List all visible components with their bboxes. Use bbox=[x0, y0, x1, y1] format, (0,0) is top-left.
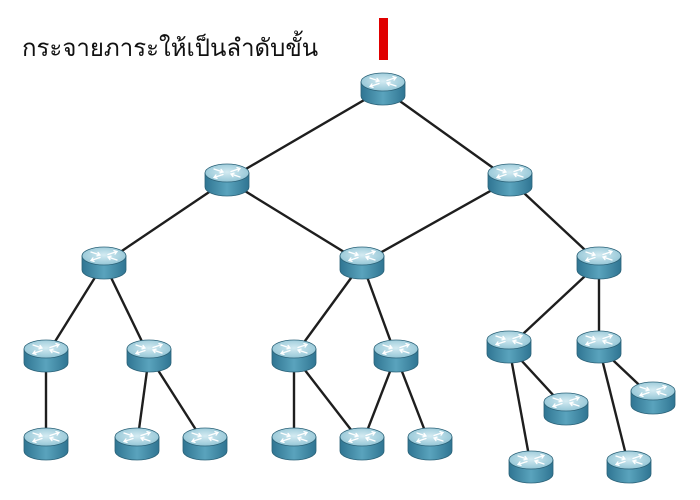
link-root-l1-left bbox=[226, 87, 384, 182]
router-l4-1[interactable] bbox=[23, 427, 69, 461]
router-icon bbox=[182, 427, 228, 461]
router-icon bbox=[486, 330, 532, 364]
router-icon bbox=[271, 339, 317, 373]
router-icon bbox=[126, 339, 172, 373]
router-l2-c[interactable] bbox=[576, 246, 622, 280]
router-l4-8[interactable] bbox=[508, 450, 554, 484]
router-l4-7[interactable] bbox=[543, 392, 589, 426]
link-root-l1-right bbox=[382, 88, 511, 181]
router-icon bbox=[487, 163, 533, 197]
router-icon bbox=[630, 381, 676, 415]
router-icon bbox=[576, 330, 622, 364]
router-l3-5[interactable] bbox=[486, 330, 532, 364]
router-icon bbox=[576, 246, 622, 280]
router-l3-6[interactable] bbox=[576, 330, 622, 364]
router-l1-right[interactable] bbox=[487, 163, 533, 197]
router-icon bbox=[407, 427, 453, 461]
router-l3-4[interactable] bbox=[373, 339, 419, 373]
router-l4-2[interactable] bbox=[114, 427, 160, 461]
link-l3-5-l4-8 bbox=[507, 346, 533, 468]
router-icon bbox=[606, 450, 652, 484]
nodes-layer bbox=[23, 72, 676, 484]
incoming-traffic-marker bbox=[379, 18, 388, 60]
router-l4-5[interactable] bbox=[339, 427, 385, 461]
router-icon bbox=[271, 427, 317, 461]
router-l4-10[interactable] bbox=[606, 450, 652, 484]
router-icon bbox=[23, 427, 69, 461]
router-icon bbox=[373, 339, 419, 373]
router-l3-3[interactable] bbox=[271, 339, 317, 373]
router-icon bbox=[204, 163, 250, 197]
link-l3-6-l4-10 bbox=[597, 346, 631, 468]
router-icon bbox=[81, 246, 127, 280]
link-l2-b-l3-3 bbox=[293, 262, 363, 357]
router-icon bbox=[339, 246, 385, 280]
router-l1-left[interactable] bbox=[204, 163, 250, 197]
router-l2-b[interactable] bbox=[339, 246, 385, 280]
router-root[interactable] bbox=[360, 72, 406, 106]
link-l1-left-l2-b bbox=[226, 178, 363, 265]
router-icon bbox=[543, 392, 589, 426]
link-l1-right-l2-b bbox=[361, 178, 511, 265]
router-l4-9[interactable] bbox=[630, 381, 676, 415]
router-icon bbox=[339, 427, 385, 461]
router-l4-4[interactable] bbox=[271, 427, 317, 461]
router-icon bbox=[360, 72, 406, 106]
link-l1-left-l2-a bbox=[103, 179, 228, 264]
router-l3-1[interactable] bbox=[23, 339, 69, 373]
router-l3-2[interactable] bbox=[126, 339, 172, 373]
router-l2-a[interactable] bbox=[81, 246, 127, 280]
router-icon bbox=[23, 339, 69, 373]
diagram-title: กระจายภาระให้เป็นลำดับขั้น bbox=[22, 34, 319, 62]
router-icon bbox=[114, 427, 160, 461]
router-l4-6[interactable] bbox=[407, 427, 453, 461]
router-icon bbox=[508, 450, 554, 484]
router-l4-3[interactable] bbox=[182, 427, 228, 461]
